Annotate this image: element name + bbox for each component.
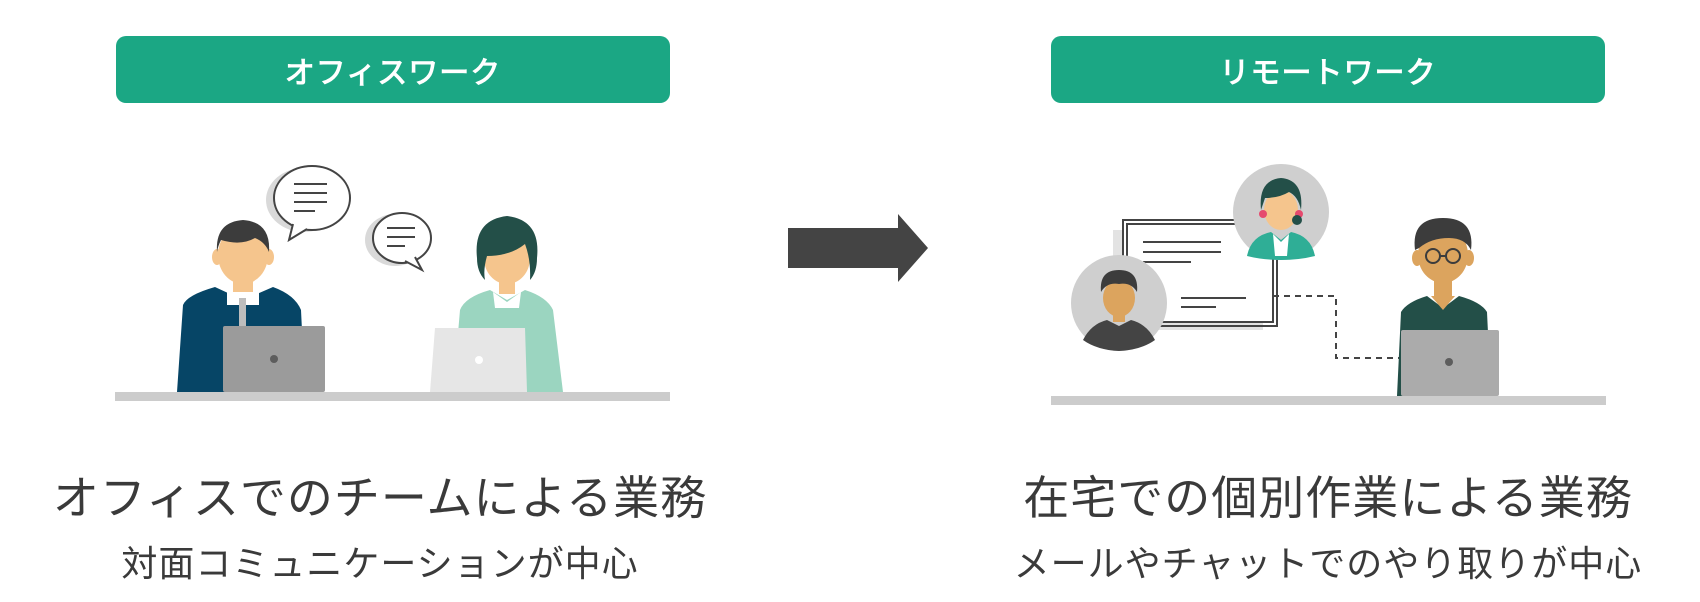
laptop-icon [1401, 330, 1499, 396]
laptop-icon [430, 328, 527, 392]
remote-caption-main: 在宅での個別作業による業務 [1023, 471, 1633, 525]
laptop-icon [223, 326, 325, 392]
remote-work-header: リモートワーク [1051, 36, 1605, 103]
desk [1051, 396, 1606, 405]
office-caption-main: オフィスでのチームによる業務 [52, 471, 708, 525]
remote-caption-sub: メールやチャットでのやり取りが中心 [1013, 544, 1643, 585]
connection-line [1273, 295, 1406, 359]
avatar-icon [1233, 164, 1329, 260]
office-work-header: オフィスワーク [116, 36, 670, 103]
office-team-illustration [115, 165, 670, 401]
arrow-right-icon [788, 214, 928, 282]
avatar-icon [1071, 255, 1167, 351]
office-caption-sub: 対面コミュニケーションが中心 [121, 544, 639, 585]
speech-bubble-icon [266, 165, 351, 243]
desk [115, 392, 670, 401]
remote-work-illustration [1051, 164, 1606, 405]
speech-bubble-icon [365, 212, 432, 273]
